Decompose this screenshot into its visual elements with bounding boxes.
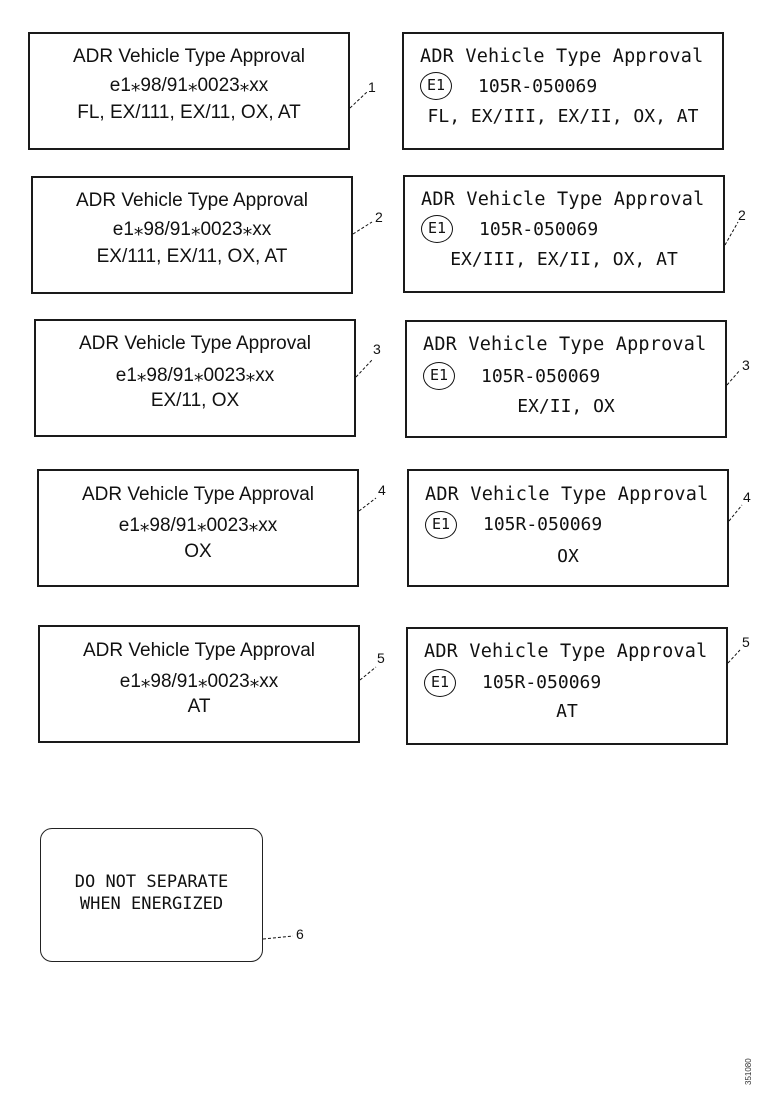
callout-number-r4: 4 — [743, 489, 751, 505]
plate-title: ADR Vehicle Type Approval — [425, 484, 709, 505]
plate-title: ADR Vehicle Type Approval — [423, 334, 707, 355]
right-approval-plate-4: ADR Vehicle Type Approval E1 105R-050069… — [407, 469, 729, 587]
leader-line-2 — [352, 221, 373, 235]
adr-classes: AT — [556, 701, 578, 722]
approval-code: 105R-050069 — [483, 514, 603, 535]
adr-classes: FL, EX/111, EX/11, OX, AT — [77, 102, 301, 123]
adr-classes: OX — [184, 541, 212, 562]
approval-code: 105R-050069 — [479, 219, 599, 240]
adr-classes: EX/III, EX/II, OX, AT — [450, 249, 678, 270]
approval-code: 105R-050069 — [481, 366, 601, 387]
approval-number: e1⁎98/91⁎0023⁎xx — [115, 365, 275, 386]
right-approval-plate-3: ADR Vehicle Type Approval E1 105R-050069… — [405, 320, 727, 438]
right-approval-plate-2: ADR Vehicle Type Approval E1 105R-050069… — [403, 175, 725, 293]
leader-line-r4 — [728, 504, 743, 522]
leader-line-1 — [349, 91, 368, 109]
left-approval-plate-5: ADR Vehicle Type Approval e1⁎98/91⁎0023⁎… — [38, 625, 360, 743]
leader-line-r5 — [727, 649, 741, 664]
left-approval-plate-3: ADR Vehicle Type Approval e1⁎98/91⁎0023⁎… — [34, 319, 356, 437]
adr-classes: FL, EX/III, EX/II, OX, AT — [427, 106, 699, 127]
leader-line-4 — [358, 497, 377, 512]
approval-code: 105R-050069 — [478, 76, 598, 97]
plate-title: ADR Vehicle Type Approval — [82, 640, 315, 661]
approval-code: 105R-050069 — [482, 672, 602, 693]
plate-title: ADR Vehicle Type Approval — [72, 46, 305, 67]
right-approval-plate-5: ADR Vehicle Type Approval E1 105R-050069… — [406, 627, 728, 745]
leader-line-5 — [359, 666, 377, 681]
approval-number: e1⁎98/91⁎0023⁎xx — [109, 75, 269, 96]
approval-number: e1⁎98/91⁎0023⁎xx — [119, 671, 279, 692]
adr-classes: EX/11, OX — [150, 390, 240, 411]
plate-title: ADR Vehicle Type Approval — [75, 190, 308, 211]
warning-label: DO NOT SEPARATE WHEN ENERGIZED — [40, 828, 263, 962]
callout-number-r2: 2 — [738, 207, 746, 223]
plate-title: ADR Vehicle Type Approval — [424, 641, 708, 662]
adr-classes: AT — [187, 696, 211, 717]
adr-classes: EX/111, EX/11, OX, AT — [96, 246, 288, 267]
plate-title: ADR Vehicle Type Approval — [420, 46, 704, 67]
e1-mark-icon: E1 — [423, 362, 455, 390]
e1-mark-icon: E1 — [424, 669, 456, 697]
leader-line-r2 — [724, 221, 739, 246]
callout-number-4: 4 — [378, 482, 386, 498]
callout-number-5: 5 — [377, 650, 385, 666]
callout-number-1: 1 — [368, 79, 376, 95]
callout-number-r3: 3 — [742, 357, 750, 373]
callout-number-3: 3 — [373, 341, 381, 357]
callout-number-2: 2 — [375, 209, 383, 225]
callout-number-r5: 5 — [742, 634, 750, 650]
approval-number: e1⁎98/91⁎0023⁎xx — [112, 219, 272, 240]
leader-line-r3 — [726, 369, 741, 386]
adr-classes: EX/II, OX — [517, 396, 615, 417]
leader-line-3 — [355, 359, 373, 378]
e1-mark-icon: E1 — [420, 72, 452, 100]
right-approval-plate-1: ADR Vehicle Type Approval E1 105R-050069… — [402, 32, 724, 150]
leader-line-6 — [262, 935, 294, 940]
warning-line-1: DO NOT SEPARATE — [74, 872, 229, 892]
figure-reference-number: 351080 — [744, 1058, 753, 1085]
left-approval-plate-2: ADR Vehicle Type Approval e1⁎98/91⁎0023⁎… — [31, 176, 353, 294]
left-approval-plate-1: ADR Vehicle Type Approval e1⁎98/91⁎0023⁎… — [28, 32, 350, 150]
e1-mark-icon: E1 — [425, 511, 457, 539]
plate-title: ADR Vehicle Type Approval — [421, 189, 705, 210]
adr-classes: OX — [557, 546, 579, 567]
left-approval-plate-4: ADR Vehicle Type Approval e1⁎98/91⁎0023⁎… — [37, 469, 359, 587]
e1-mark-icon: E1 — [421, 215, 453, 243]
callout-number-6: 6 — [296, 926, 304, 942]
plate-title: ADR Vehicle Type Approval — [78, 333, 311, 354]
plate-title: ADR Vehicle Type Approval — [81, 484, 314, 505]
warning-line-2: WHEN ENERGIZED — [79, 894, 224, 914]
approval-number: e1⁎98/91⁎0023⁎xx — [118, 515, 278, 536]
